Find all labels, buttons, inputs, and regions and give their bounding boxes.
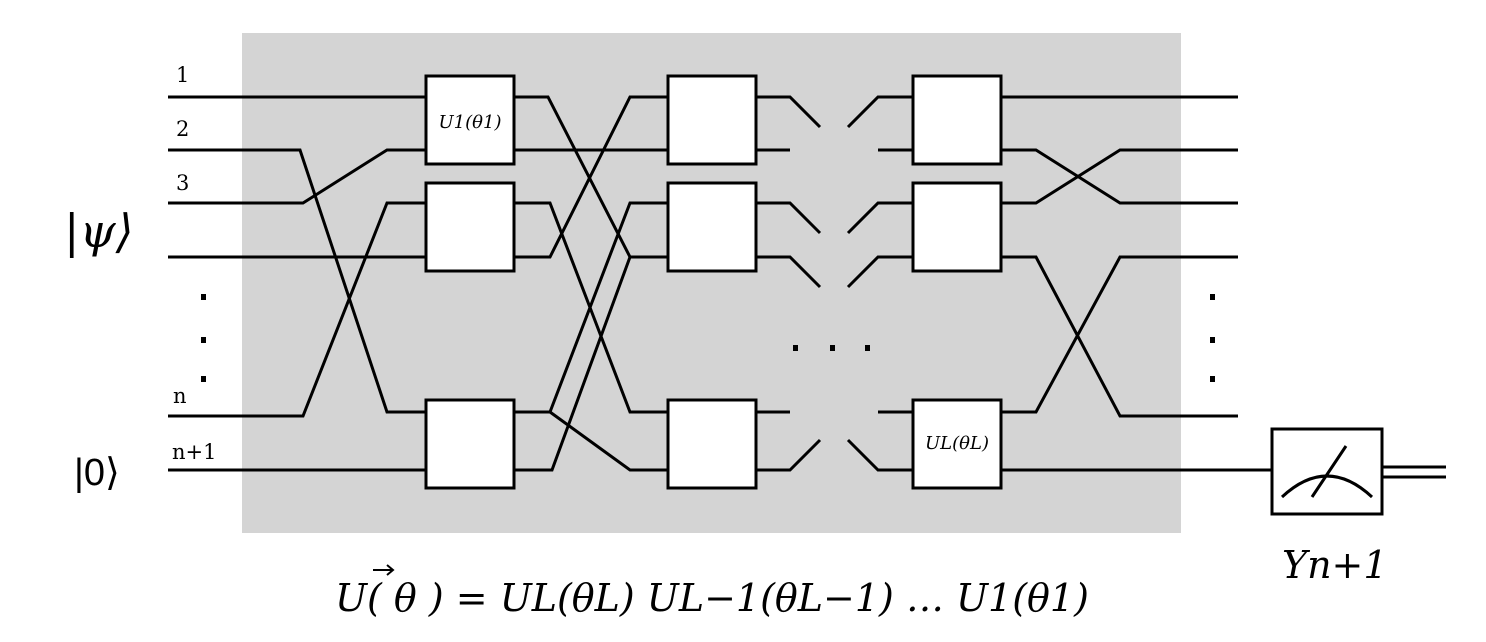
gate-column-1 xyxy=(424,74,516,490)
measurement-label: Yn+1 xyxy=(1282,543,1388,587)
wires-col3-stubs xyxy=(846,95,913,472)
input-wires xyxy=(168,95,426,472)
wires-col1-col2 xyxy=(514,95,668,472)
qubit-label-1: 1 xyxy=(176,63,189,87)
vector-arrow-icon xyxy=(373,564,395,576)
gate-column-2 xyxy=(666,74,758,490)
qubit-label-2: 2 xyxy=(176,117,189,141)
gate-u1-label: U1(θ1) xyxy=(439,112,502,133)
qubit-label-3: 3 xyxy=(176,171,189,195)
wires-col2-stubs xyxy=(756,95,822,472)
gate-u1 xyxy=(424,74,516,166)
gate-column-3 xyxy=(911,74,1003,490)
gate-col3-row2 xyxy=(911,181,1003,273)
equation-label: U( θ ) = UL(θL) UL−1(θL−1) … U1(θ1) xyxy=(335,576,1089,620)
horizontal-ellipsis xyxy=(793,345,870,351)
gate-col1-row3 xyxy=(424,398,516,490)
gate-col1-row2 xyxy=(424,181,516,273)
qubit-label-n: n xyxy=(173,384,187,408)
meter-icon xyxy=(1270,427,1384,516)
vertical-ellipsis-left xyxy=(201,294,206,382)
vertical-ellipsis-right xyxy=(1210,294,1215,382)
gate-ul xyxy=(911,398,1003,490)
psi-state-label: |ψ⟩ xyxy=(64,204,134,258)
gate-ul-label: UL(θL) xyxy=(925,433,989,454)
gate-col2-row1 xyxy=(666,74,758,166)
gate-col2-row2 xyxy=(666,181,758,273)
gate-col3-row1 xyxy=(911,74,1003,166)
output-wires xyxy=(1001,95,1446,479)
qubit-label-n1: n+1 xyxy=(172,440,216,464)
zero-state-label: |0⟩ xyxy=(74,452,120,494)
gate-col2-row3 xyxy=(666,398,758,490)
